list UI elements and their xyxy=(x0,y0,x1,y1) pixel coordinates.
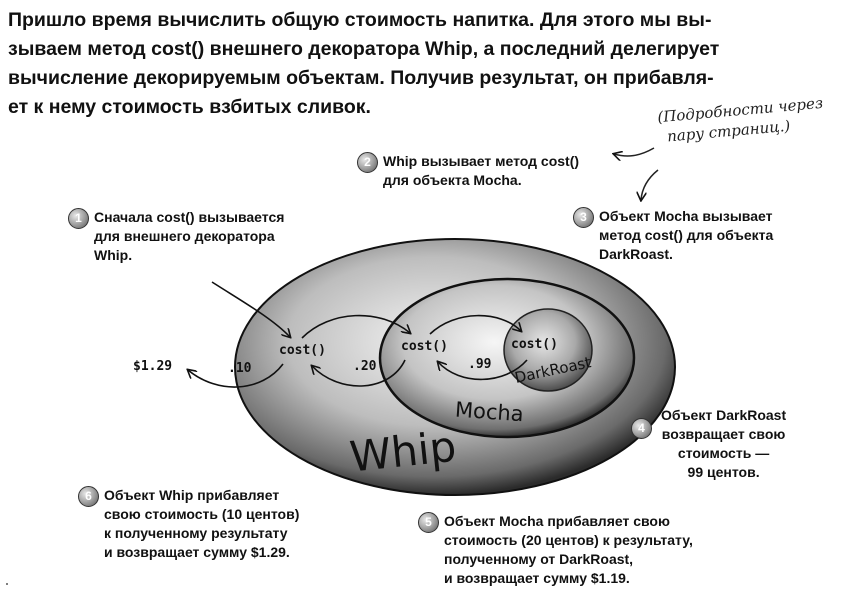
step-1: 1 Сначала cost() вызывается для внешнего… xyxy=(68,208,285,265)
intro-line: вычисление декорируемым объектам. Получи… xyxy=(8,67,714,89)
value-total: $1.29 xyxy=(133,359,172,374)
arrow-call-whip-mocha xyxy=(301,314,410,339)
step-text-line: Объект Whip прибавляет xyxy=(104,487,280,503)
cost-method-whip: cost() xyxy=(279,343,326,358)
step-number-badge: 2 xyxy=(357,152,378,173)
step-text-line: метод cost() для объекта xyxy=(599,227,774,243)
step-text-line: для объекта Mocha. xyxy=(383,172,522,188)
step-text-line: и возвращает сумму $1.29. xyxy=(104,544,290,560)
step-text-line: стоимость — xyxy=(677,445,770,461)
value-darkroast: .99 xyxy=(468,357,491,372)
arrow-return-mocha xyxy=(312,359,406,387)
speck xyxy=(6,583,8,585)
arrow-call-into-whip xyxy=(211,281,290,337)
step-number-badge: 5 xyxy=(418,512,439,533)
arrow-call-mocha-darkroast xyxy=(429,314,521,335)
arrow-note-to-step3 xyxy=(641,169,659,200)
step-text-line: Объект DarkRoast xyxy=(661,407,787,423)
cost-method-darkroast: cost() xyxy=(511,337,558,352)
step-text-line: Whip. xyxy=(94,247,133,263)
intro-line: зываем метод cost() внешнего декоратора … xyxy=(8,38,720,60)
value-mocha: .20 xyxy=(353,359,377,374)
step-text-line: и возвращает сумму $1.19. xyxy=(444,570,630,586)
step-text-line: 99 центов. xyxy=(687,464,760,480)
step-text-line: к полученному результату xyxy=(104,525,288,541)
arrow-return-whip xyxy=(188,363,284,388)
intro-paragraph: Пришло время вычислить общую стоимость н… xyxy=(8,6,798,122)
step-text-line: для внешнего декоратора xyxy=(94,228,275,244)
arrow-return-darkroast xyxy=(438,359,528,381)
intro-line: Пришло время вычислить общую стоимость н… xyxy=(8,9,712,31)
mocha-label: Mocha xyxy=(454,398,524,427)
cost-method-mocha: cost() xyxy=(401,339,448,354)
step-number-badge: 1 xyxy=(68,208,89,229)
arrow-note-to-step2 xyxy=(614,147,655,156)
step-number-badge: 4 xyxy=(631,418,652,439)
step-text-line: Объект Mocha вызывает xyxy=(599,208,773,224)
step-text-line: стоимость (20 центов) к результату, xyxy=(444,532,693,548)
step-text-line: возвращает свою xyxy=(661,426,786,442)
step-6: 6 Объект Whip прибавляет свою стоимость … xyxy=(78,486,300,562)
step-text-line: полученному от DarkRoast, xyxy=(444,551,634,567)
step-number-badge: 3 xyxy=(573,207,594,228)
step-5: 5 Объект Mocha прибавляет свою стоимость… xyxy=(418,512,693,588)
step-text-line: свою стоимость (10 центов) xyxy=(104,506,300,522)
darkroast-object xyxy=(503,308,593,392)
step-text-line: DarkRoast. xyxy=(599,246,673,262)
value-whip: .10 xyxy=(228,361,252,376)
step-number-badge: 6 xyxy=(78,486,99,507)
whip-label: Whip xyxy=(347,422,458,482)
step-text-line: Объект Mocha прибавляет свою xyxy=(444,513,670,529)
step-text-line: Сначала cost() вызывается xyxy=(94,209,285,225)
intro-line: ет к нему стоимость взбитых сливок. xyxy=(8,96,371,118)
step-text-line: Whip вызывает метод cost() xyxy=(383,153,580,169)
step-4: 4 Объект DarkRoast возвращает свою стоим… xyxy=(631,406,787,482)
step-2: 2 Whip вызывает метод cost() для объекта… xyxy=(357,152,580,190)
step-3: 3 Объект Mocha вызывает метод cost() для… xyxy=(573,207,774,264)
